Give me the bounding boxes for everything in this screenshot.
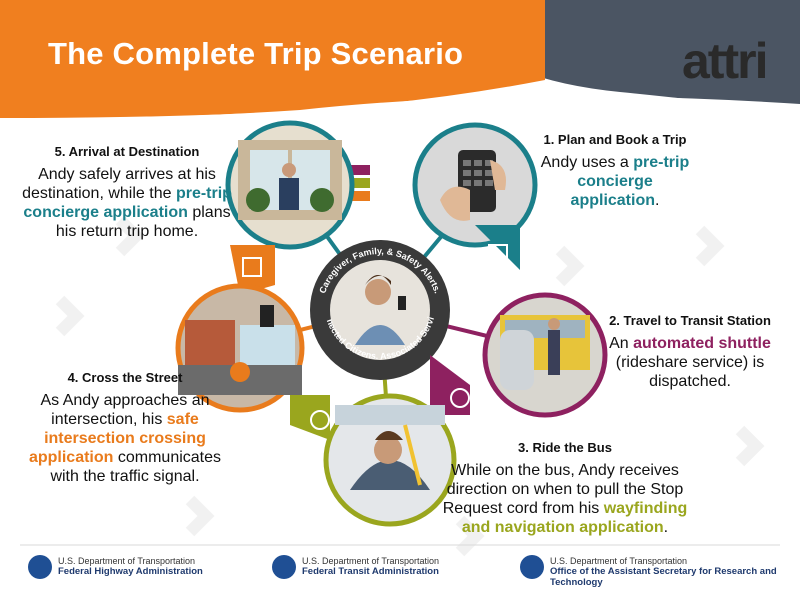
step5-body-before: Andy safely arrives at his destination, … xyxy=(22,166,216,202)
step4-body-before: As Andy approaches an intersection, his xyxy=(40,392,210,428)
footer-fta: U.S. Department of Transportation Federa… xyxy=(302,556,439,577)
footer-ostr-line1: U.S. Department of Transportation xyxy=(550,556,688,566)
step2-body-before: An xyxy=(609,335,634,352)
dot-seal-icon-2 xyxy=(272,555,296,579)
step3-body: While on the bus, Andy receives directio… xyxy=(440,461,690,537)
step2-body-after: (rideshare service) is dispatched. xyxy=(615,354,765,390)
step3-body-before: While on the bus, Andy receives directio… xyxy=(442,462,684,517)
footer-ostr-line2: Office of the Assistant Secretary for Re… xyxy=(550,566,777,588)
step3-body-after: . xyxy=(663,519,669,536)
attri-logo: attri xyxy=(682,33,768,89)
step3-image xyxy=(290,393,457,527)
center-image xyxy=(310,240,450,380)
footer-fta-line2: Federal Transit Administration xyxy=(302,566,439,577)
step4-body: As Andy approaches an intersection, his … xyxy=(20,391,230,486)
step5-text: 5. Arrival at Destination Andy safely ar… xyxy=(22,144,232,241)
header-orange-band xyxy=(0,0,545,118)
step5-body-after: plans his return trip home. xyxy=(55,204,231,240)
dot-seal-icon-3 xyxy=(520,555,544,579)
step1-highlight: pre-trip concierge application xyxy=(570,154,690,209)
footer-fhwa-line2: Federal Highway Administration xyxy=(58,566,203,577)
step2-heading: 2. Travel to Transit Station xyxy=(609,313,771,328)
step3-heading: 3. Ride the Bus xyxy=(518,440,612,455)
step1-heading: 1. Plan and Book a Trip xyxy=(543,132,687,147)
footer-fta-line1: U.S. Department of Transportation xyxy=(302,556,440,566)
footer-ost-r: U.S. Department of Transportation Office… xyxy=(550,556,800,588)
step1-image xyxy=(412,122,538,270)
step4-heading: 4. Cross the Street xyxy=(67,370,183,385)
header-gray-band xyxy=(520,0,800,112)
step5-image xyxy=(225,120,370,250)
step4-text: 4. Cross the Street As Andy approaches a… xyxy=(20,370,230,486)
step2-text: 2. Travel to Transit Station An automate… xyxy=(600,313,780,391)
step4-image xyxy=(175,245,305,413)
step4-body-after: communicates with the traffic signal. xyxy=(50,449,222,485)
step5-highlight: pre-trip concierge application xyxy=(23,185,232,221)
page-title: The Complete Trip Scenario xyxy=(48,36,464,71)
header-white-curve xyxy=(0,96,800,135)
step1-body-after: . xyxy=(655,192,660,209)
step1-body: Andy uses a pre-trip concierge applicati… xyxy=(535,153,695,210)
step1-body-before: Andy uses a xyxy=(540,154,634,171)
step5-body: Andy safely arrives at his destination, … xyxy=(22,165,232,241)
step3-text: 3. Ride the Bus While on the bus, Andy r… xyxy=(440,440,690,537)
dot-seal-icon-1 xyxy=(28,555,52,579)
step2-highlight: automated shuttle xyxy=(633,335,771,352)
step4-highlight: safe intersection crossing application xyxy=(28,411,206,466)
step5-heading: 5. Arrival at Destination xyxy=(54,144,200,159)
step3-highlight: wayfinding and navigation application xyxy=(461,500,688,536)
step1-text: 1. Plan and Book a Trip Andy uses a pre-… xyxy=(535,132,695,210)
footer-fhwa-line1: U.S. Department of Transportation xyxy=(58,556,196,566)
step2-image xyxy=(430,292,608,418)
footer-fhwa: U.S. Department of Transportation Federa… xyxy=(58,556,203,577)
step2-body: An automated shuttle (rideshare service)… xyxy=(600,334,780,391)
